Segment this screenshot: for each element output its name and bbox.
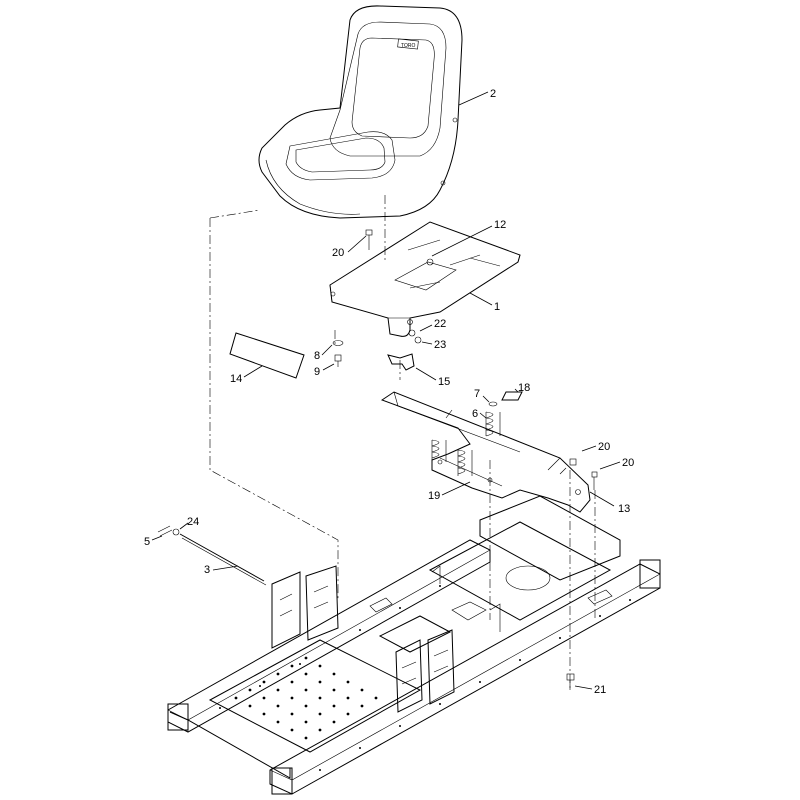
callout-23: 23 bbox=[434, 339, 446, 351]
spring-19a bbox=[431, 439, 447, 462]
tractor-frame bbox=[167, 495, 661, 795]
seat: TORO bbox=[258, 5, 463, 219]
callout-20: 20 bbox=[332, 247, 344, 259]
callout-12: 12 bbox=[494, 219, 506, 231]
decal-14 bbox=[229, 332, 305, 379]
spring-19b bbox=[457, 449, 473, 476]
spring-6 bbox=[485, 401, 501, 437]
callout-7: 7 bbox=[474, 388, 480, 400]
leader-lines bbox=[151, 91, 621, 690]
hardware-22-23 bbox=[408, 329, 422, 344]
callout-22: 22 bbox=[434, 318, 446, 330]
callout-6: 6 bbox=[472, 408, 478, 420]
seat-pivot-bracket bbox=[380, 391, 591, 513]
callout-15: 15 bbox=[438, 376, 450, 388]
callout-3: 3 bbox=[204, 564, 210, 576]
rail-holes bbox=[219, 585, 631, 771]
callout-18: 18 bbox=[518, 382, 530, 394]
washer-24 bbox=[172, 528, 180, 536]
bolt-21 bbox=[566, 673, 575, 690]
callout-13: 13 bbox=[618, 503, 630, 515]
callout-14: 14 bbox=[230, 373, 242, 385]
callout-9: 9 bbox=[314, 366, 320, 378]
floor-pan-holes bbox=[234, 656, 378, 740]
bolt-20-top bbox=[365, 229, 373, 250]
callout-21: 21 bbox=[594, 684, 606, 696]
phantom-lines bbox=[209, 195, 596, 690]
washer-8 bbox=[332, 340, 344, 346]
bolt-20-right bbox=[559, 458, 598, 490]
callout-20: 20 bbox=[622, 457, 634, 469]
callout-24: 24 bbox=[187, 516, 199, 528]
seat-mounting-plate bbox=[329, 221, 521, 337]
callout-20: 20 bbox=[598, 441, 610, 453]
callout-5: 5 bbox=[144, 536, 150, 548]
callout-1: 1 bbox=[494, 301, 500, 313]
pin-5 bbox=[157, 525, 173, 537]
latch-15 bbox=[387, 353, 415, 371]
decal-18 bbox=[501, 391, 523, 401]
callout-8: 8 bbox=[314, 350, 320, 362]
rod-3 bbox=[179, 533, 267, 586]
callout-19: 19 bbox=[428, 490, 440, 502]
seat-logo-text: TORO bbox=[401, 43, 415, 49]
callouts: 2 12 20 1 22 23 8 9 14 15 7 18 6 20 20 1… bbox=[144, 88, 634, 696]
bolt-9 bbox=[334, 354, 342, 367]
callout-2: 2 bbox=[490, 88, 496, 100]
